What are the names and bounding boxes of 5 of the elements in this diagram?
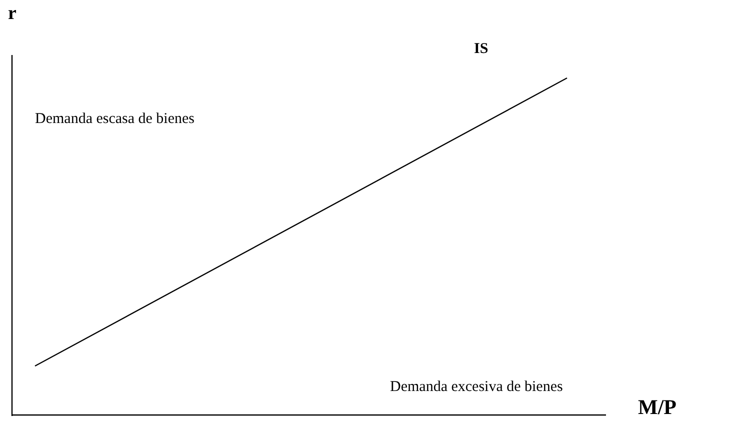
curve-label: IS: [474, 40, 488, 59]
region-label: Demanda excesiva de bienes: [390, 378, 563, 397]
region-label: Demanda escasa de bienes: [35, 110, 195, 129]
axis-label: M/P: [638, 394, 676, 420]
axis-label: r: [8, 2, 16, 26]
